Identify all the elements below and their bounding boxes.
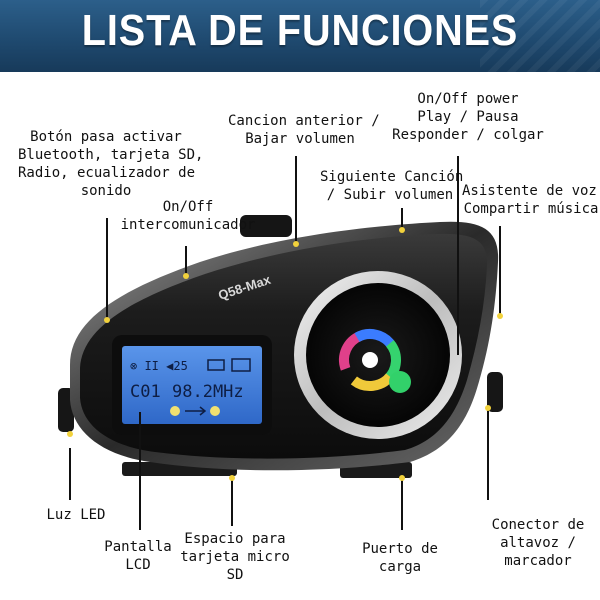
- label-boton-pasa: Botón pasa activar Bluetooth, tarjeta SD…: [18, 129, 204, 199]
- lcd-bottom-icons: [170, 406, 220, 416]
- leader-lines: [69, 156, 501, 530]
- label-onoff-intercom: On/Off intercomunicador: [120, 199, 256, 233]
- lcd-frequency: 98.2MHz: [172, 382, 244, 402]
- label-asistente-voz: Asistente de voz / Compartir música: [462, 183, 600, 217]
- label-puerto-carga: Puerto de carga: [362, 541, 438, 575]
- label-luz-led: Luz LED: [46, 507, 106, 523]
- label-cancion-anterior: Cancion anterior / Bajar volumen: [228, 113, 380, 147]
- lcd-status-icons: ⊗ II ◀25: [130, 358, 251, 373]
- main-button-face: [306, 283, 450, 427]
- label-onoff-power: On/Off power Play / Pausa Responder / co…: [392, 91, 544, 143]
- lcd-channel: C01: [130, 382, 161, 402]
- banner-stripes: [480, 0, 600, 72]
- label-siguiente-cancion: Siguiente Canción / Subir volumen: [320, 169, 464, 203]
- rgb-logo: [338, 329, 411, 393]
- lcd-screen: [122, 346, 262, 424]
- leader-dots: [67, 227, 503, 481]
- label-espacio-tarjeta: Espacio para tarjeta micro SD: [180, 531, 290, 583]
- label-conector-altavoz: Conector de altavoz / marcador: [491, 517, 585, 569]
- svg-text:⊗ II ◀25: ⊗ II ◀25: [130, 359, 188, 373]
- page-title: LISTA DE FUNCIONES: [81, 6, 519, 55]
- label-pantalla-lcd: Pantalla LCD: [104, 539, 172, 573]
- title-banner: [0, 0, 600, 72]
